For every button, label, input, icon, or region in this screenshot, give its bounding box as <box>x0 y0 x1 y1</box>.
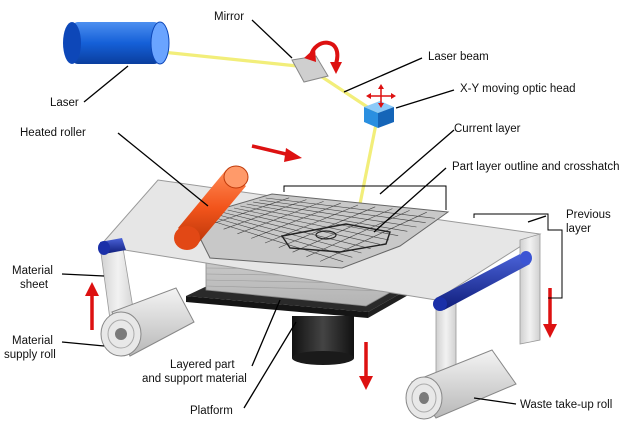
label-layered-part-line2: and support material <box>142 373 247 385</box>
laser-emitter <box>63 21 170 65</box>
material-supply-roll <box>100 287 195 357</box>
label-layered-part-line1: Layered part <box>170 359 235 371</box>
label-current-layer: Current layer <box>454 123 521 135</box>
label-heated-roller: Heated roller <box>20 127 86 139</box>
label-xy-optic-head: X-Y moving optic head <box>460 83 576 95</box>
leader-lines <box>61 19 547 409</box>
label-previous-layer-line2: layer <box>566 223 591 235</box>
laser-beam-path <box>161 50 380 215</box>
label-part-outline: Part layer outline and crosshatch <box>452 161 619 173</box>
label-material-sheet-line2: sheet <box>20 279 49 291</box>
waste-down-arrow-icon <box>543 288 557 338</box>
optic-head <box>364 101 394 128</box>
label-waste-take-up-roll: Waste take-up roll <box>520 399 612 411</box>
four-way-arrow-icon <box>366 84 396 108</box>
label-supply-roll-line2: supply roll <box>4 349 56 361</box>
part-outline-crosshatch <box>280 223 391 253</box>
supply-up-arrow-icon <box>85 282 99 330</box>
waste-take-up-roll <box>405 349 517 420</box>
platform-down-arrow-icon <box>359 342 373 390</box>
label-mirror: Mirror <box>214 11 244 23</box>
heated-roller <box>174 165 249 250</box>
current-layer <box>189 193 450 269</box>
curved-arrow-icon <box>304 40 342 74</box>
guide-roller-right <box>433 251 532 311</box>
label-laser-beam: Laser beam <box>428 51 489 63</box>
guide-roller-left <box>98 238 126 255</box>
label-laser: Laser <box>50 97 79 109</box>
label-previous-layer-line1: Previous <box>566 209 611 221</box>
label-platform: Platform <box>190 405 233 417</box>
current-layer-bracket <box>283 185 447 210</box>
previous-layer-bracket <box>473 213 563 299</box>
platform-support-cylinder <box>292 316 354 365</box>
label-supply-roll-line1: Material <box>12 335 53 347</box>
label-material-sheet-line1: Material <box>12 265 53 277</box>
sheet-feed-arrow-icon <box>251 144 302 162</box>
